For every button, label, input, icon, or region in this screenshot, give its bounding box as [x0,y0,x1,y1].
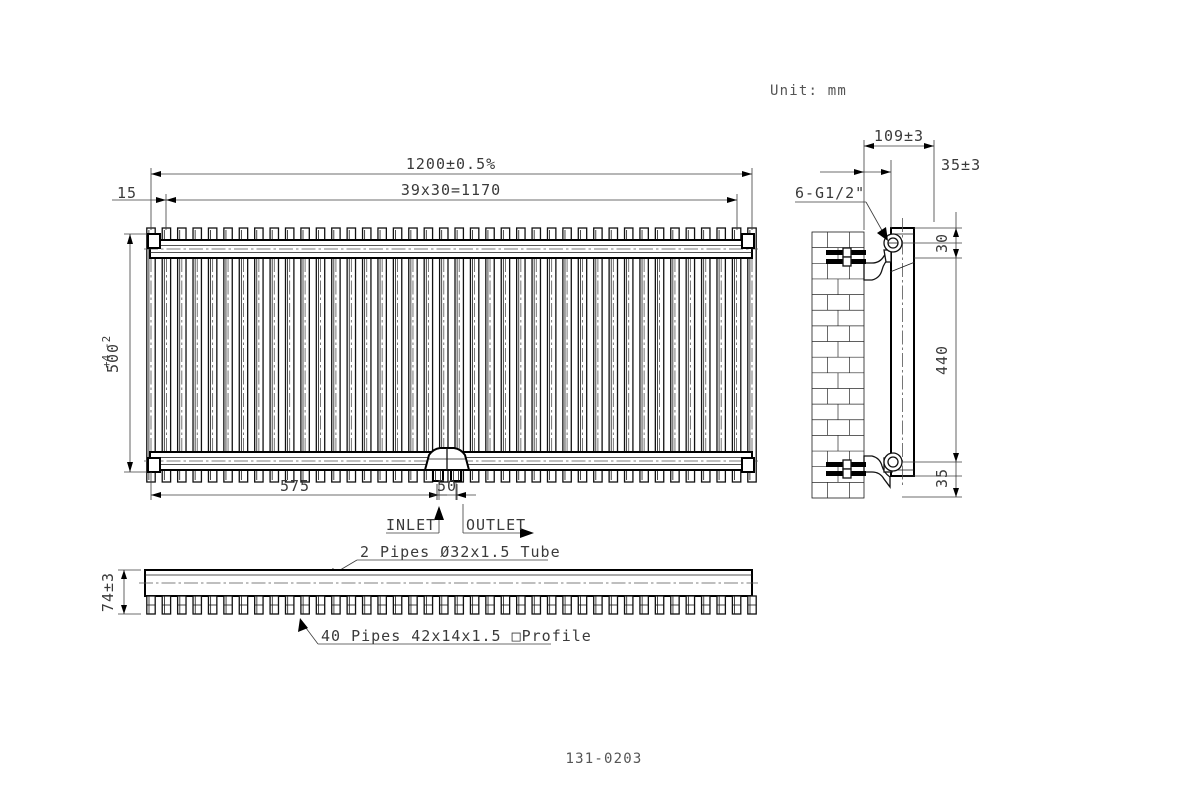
dim-left-offset: 15 [112,184,166,203]
outlet-label-group: OUTLET [462,504,534,538]
tube-note-text: 2 Pipes Ø32x1.5 Tube [360,543,561,561]
dim-port-spacing: 50 [431,477,476,500]
top-view-stub-array [146,595,757,615]
dim-top-depth: 74±3 [99,569,141,615]
brick-wall [811,231,865,499]
body-leader [889,261,916,273]
dim-bracket-centres-text: 440 [933,345,951,375]
connection-note-group: 6-G1/2" [795,184,888,241]
dim-inlet-offset: 575 [150,472,440,500]
lower-wall-bracket [826,452,903,489]
dim-height-tol-upper-text: +4 [100,354,113,368]
profile-note-group: 40 Pipes 42x14x1.5 □Profile [298,618,592,645]
brick-wall-hatch [812,232,864,498]
profile-note-text: 40 Pipes 42x14x1.5 □Profile [321,627,592,645]
dim-overall-height: 500 +4 -2 [100,233,146,473]
end-caps [147,233,755,473]
dim-overall-width: 1200±0.5% [150,155,753,230]
dim-wall-gap-text: 35±3 [941,156,981,174]
drawing-number: 131-0203 [565,751,642,767]
front-elevation-group: 1200±0.5% 39x30=1170 15 [100,155,758,579]
upper-header-manifold [144,239,758,259]
inlet-label-group: INLET [386,506,444,534]
dim-pitch-chain: 39x30=1170 [165,181,738,230]
top-plan-view-group: 74±3 40 Pipes 42x14x1.5 □Profile [99,569,758,645]
connection-note-text: 6-G1/2" [795,184,865,202]
dim-overall-width-text: 1200±0.5% [406,155,496,173]
dim-bracket-spacing: 109±3 [863,127,935,230]
inlet-outlet-manifold [423,447,471,482]
front-view-fin-array [146,227,757,483]
dim-bottom-offset: 35 [902,462,962,498]
upper-wall-bracket [826,233,903,281]
dim-pitch-chain-text: 39x30=1170 [401,181,501,199]
dim-inlet-offset-text: 575 [280,477,310,495]
side-radiator-body [890,218,915,488]
outlet-label: OUTLET [466,516,526,534]
dim-top-depth-text: 74±3 [99,572,117,612]
dim-overall-height-text: 500 [104,343,122,373]
dim-left-offset-text: 15 [117,184,137,202]
dim-top-offset: 30 [914,212,962,259]
side-section-view-group: 109±3 35±3 30 [795,127,981,499]
dim-bracket-centres: 440 [902,242,962,463]
dim-bottom-offset-text: 35 [933,468,951,488]
dim-wall-gap: 35±3 [820,156,981,228]
dim-port-spacing-text: 50 [437,477,457,495]
unit-note: Unit: mm [770,83,847,99]
inlet-label: INLET [386,516,436,534]
dim-bracket-spacing-text: 109±3 [874,127,924,145]
dim-height-tol-lower-text: -2 [100,336,113,349]
